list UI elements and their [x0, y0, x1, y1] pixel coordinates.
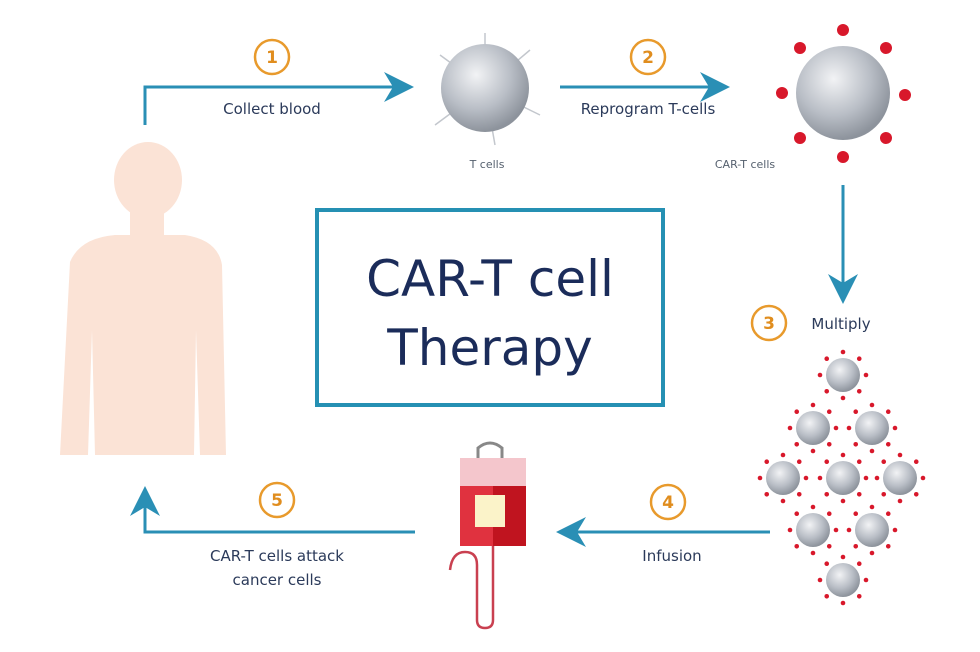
car-t-cell-icon [776, 24, 911, 163]
small-car-t-cell-icon [846, 402, 898, 454]
small-car-t-cell-icon [757, 452, 809, 504]
step-3-label: Multiply [811, 315, 870, 333]
step-2-label: Reprogram T-cells [581, 100, 716, 118]
step-1: 1 [253, 38, 291, 76]
iv-bag-icon [448, 441, 526, 630]
step-5-label-line-1: CAR-T cells attack [210, 547, 344, 565]
small-car-t-cell-icon [846, 504, 898, 556]
car-t-cells-label: CAR-T cells [715, 158, 776, 171]
step-2-number: 2 [642, 48, 654, 68]
small-car-t-cell-icon [787, 504, 839, 556]
arrow-attack [130, 486, 415, 534]
step-4: 4 [649, 483, 687, 521]
step-5-label-line-2: cancer cells [233, 571, 322, 589]
t-cells-label: T cells [469, 158, 505, 171]
step-1-label: Collect blood [223, 100, 321, 118]
step-5: 5 [258, 481, 296, 519]
step-4-number: 4 [662, 493, 674, 513]
small-car-t-cell-icon [817, 349, 869, 401]
step-4-label: Infusion [642, 547, 701, 565]
t-cell-icon [434, 33, 541, 146]
step-2: 2 [629, 38, 667, 76]
small-car-t-cell-icon [817, 554, 869, 606]
title-line-1: CAR-T cell [366, 250, 614, 308]
title-line-2: Therapy [386, 319, 593, 377]
step-3-number: 3 [763, 314, 775, 334]
small-car-t-cell-icon [874, 452, 926, 504]
arrow-collect-blood [143, 72, 414, 125]
small-car-t-cell-icon [787, 402, 839, 454]
patient-silhouette-icon [60, 142, 226, 455]
step-3: 3 [750, 304, 788, 342]
step-5-number: 5 [271, 491, 283, 511]
small-car-t-cell-icon [817, 452, 869, 504]
step-1-number: 1 [266, 48, 278, 68]
title-box: CAR-T cell Therapy [315, 208, 665, 407]
multiplied-cells-cluster [757, 349, 926, 606]
